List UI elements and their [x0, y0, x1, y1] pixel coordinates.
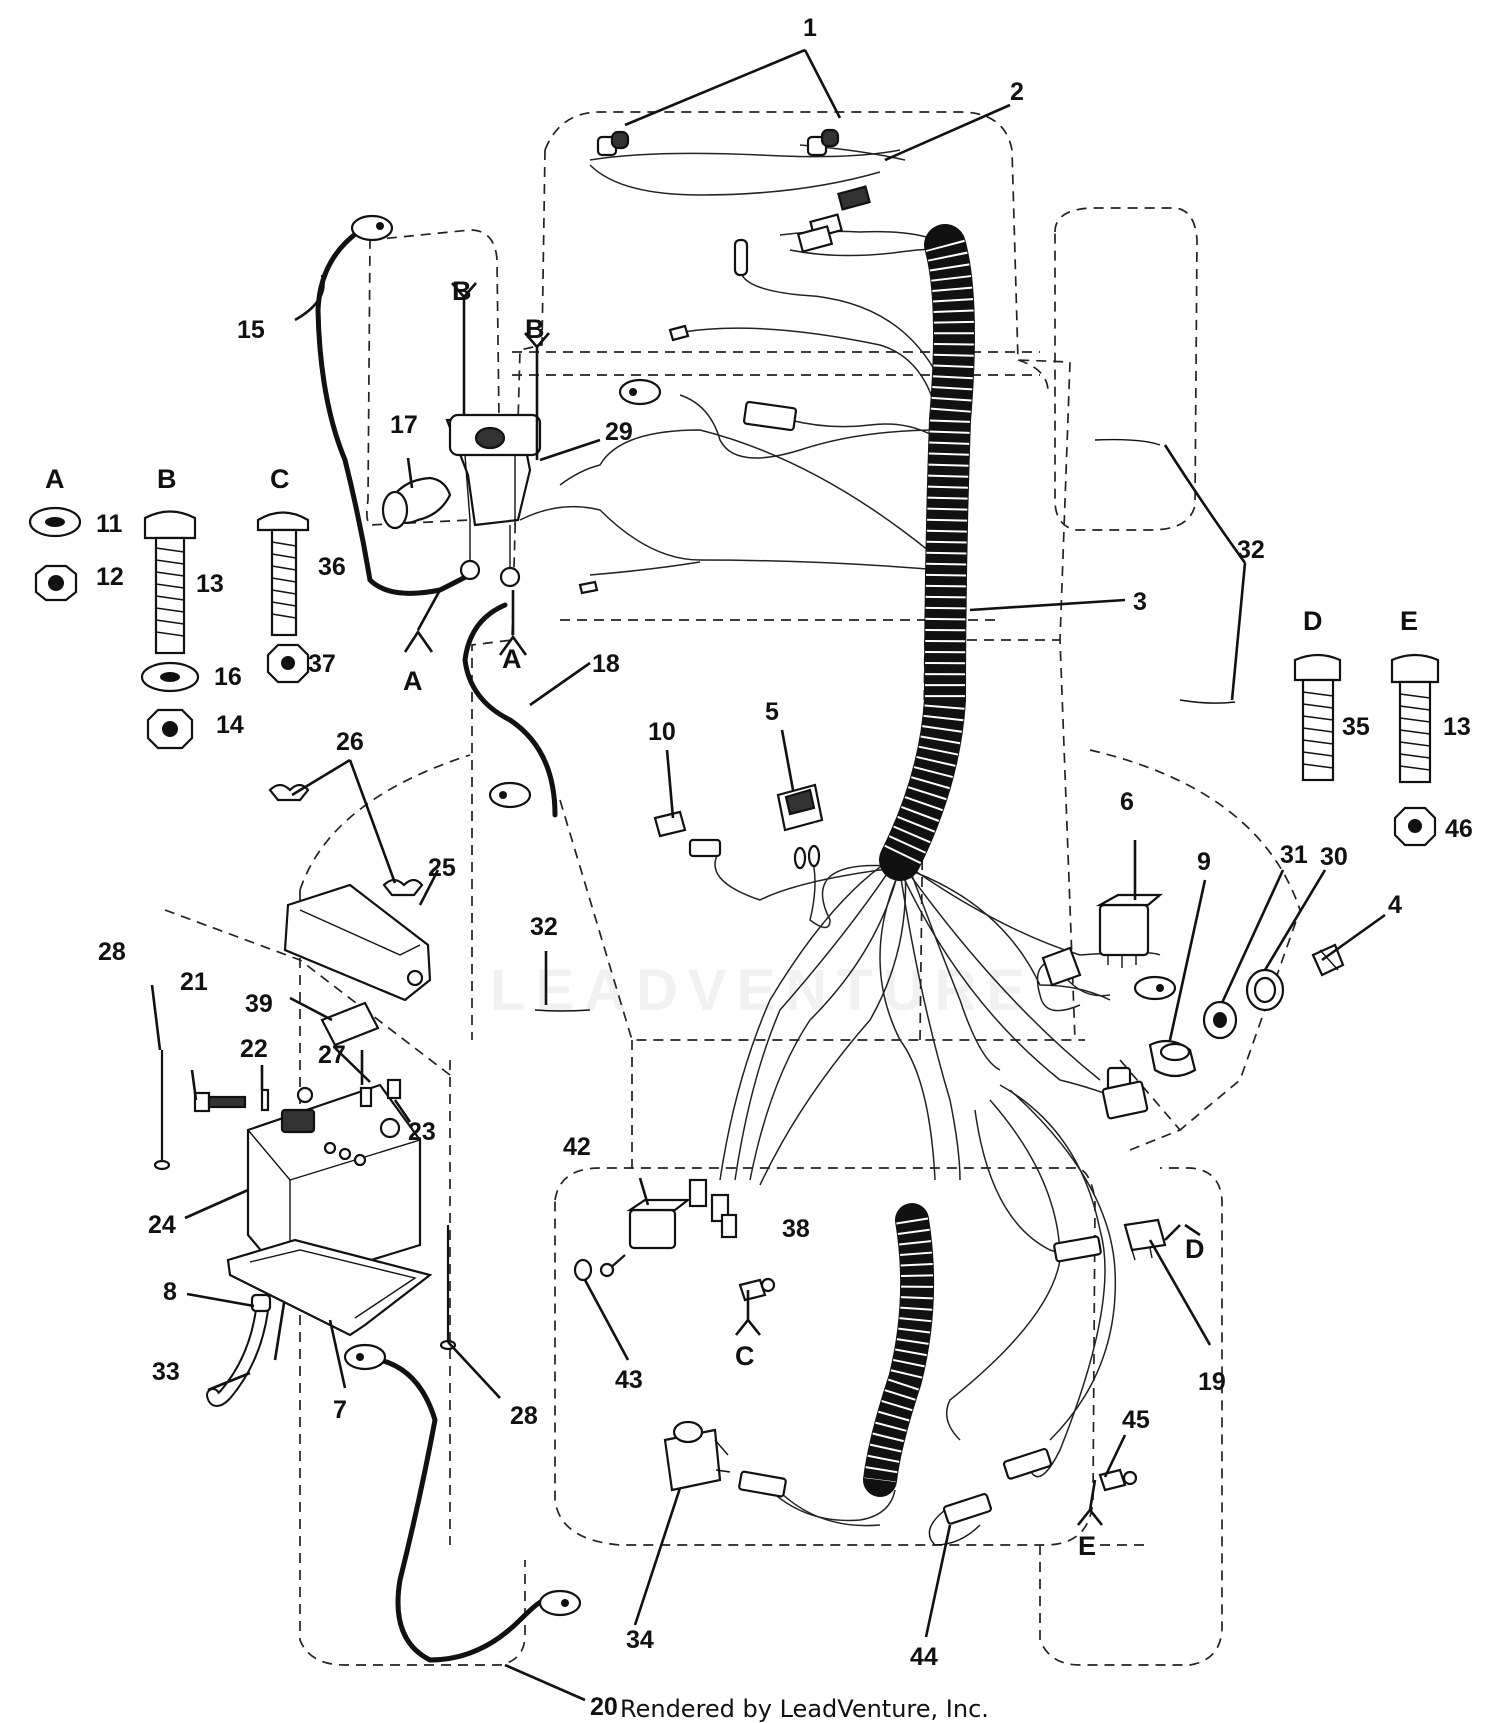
- callout-16: 16: [214, 663, 242, 691]
- callout-43: 43: [615, 1366, 643, 1394]
- wire-loom: [863, 224, 975, 1497]
- callout-13-e: 13: [1443, 713, 1471, 741]
- callout-31: 31: [1280, 841, 1308, 869]
- callout-3: 3: [1133, 588, 1147, 616]
- callout-28-right: 28: [510, 1402, 538, 1430]
- callout-37: 37: [308, 650, 336, 678]
- hardware-letter-a: A: [45, 464, 65, 494]
- letter-labels: A B C D E A A B B C D E: [45, 276, 1418, 1561]
- callout-27: 27: [318, 1041, 346, 1069]
- callout-19: 19: [1198, 1368, 1226, 1396]
- ground-letter-b-1: B: [452, 276, 472, 306]
- ground-letter-b-2: B: [525, 314, 545, 344]
- callout-5: 5: [765, 698, 779, 726]
- harness-wires: [519, 144, 1161, 1527]
- hardware-abc: [28, 506, 310, 750]
- callout-7: 7: [333, 1396, 347, 1424]
- callout-2: 2: [1010, 78, 1024, 106]
- toggle-switch: [599, 1198, 692, 1278]
- callout-11: 11: [96, 510, 123, 538]
- callout-38: 38: [782, 1215, 810, 1243]
- callout-8: 8: [163, 1278, 177, 1306]
- callout-32-right: 32: [1237, 536, 1265, 564]
- callout-28-left: 28: [98, 938, 126, 966]
- callout-12: 12: [96, 563, 124, 591]
- footer-credit: Rendered by LeadVenture, Inc.: [620, 1695, 989, 1723]
- hardware-letter-c: C: [270, 464, 290, 494]
- callout-46: 46: [1445, 815, 1473, 843]
- callout-24: 24: [148, 1211, 176, 1239]
- leader-lines: [150, 48, 1386, 1702]
- watermark: LEADVENTURE: [490, 958, 1035, 1023]
- callout-25: 25: [428, 854, 456, 882]
- callout-14: 14: [216, 711, 244, 739]
- headlight-bulbs: [596, 128, 840, 157]
- callout-34: 34: [626, 1626, 654, 1654]
- ground-symbols: [403, 282, 1201, 1526]
- callout-26: 26: [336, 728, 364, 756]
- hardware-letter-e: E: [1400, 606, 1418, 636]
- callout-numbers: 1 2 3 4 5 6 7 8 9 10 11 12 13 13 14 15 1…: [96, 14, 1473, 1721]
- ground-letter-a-1: A: [403, 666, 423, 696]
- callout-1: 1: [803, 14, 817, 42]
- callout-33: 33: [152, 1358, 180, 1386]
- ground-letter-a-2: A: [502, 644, 522, 674]
- callout-20: 20: [590, 1693, 618, 1721]
- callout-44: 44: [910, 1643, 938, 1671]
- callout-21: 21: [180, 968, 208, 996]
- callout-35: 35: [1342, 713, 1370, 741]
- ground-letter-e: E: [1078, 1531, 1096, 1561]
- callout-22: 22: [240, 1035, 268, 1063]
- hardware-letter-d: D: [1303, 606, 1323, 636]
- callout-45: 45: [1122, 1406, 1150, 1434]
- callout-42: 42: [563, 1133, 591, 1161]
- callout-4: 4: [1388, 891, 1402, 919]
- solenoid: [445, 413, 542, 588]
- callout-15: 15: [237, 316, 265, 344]
- ground-letter-d: D: [1185, 1234, 1205, 1264]
- hardware-de: [1293, 653, 1440, 847]
- callout-29: 29: [605, 418, 633, 446]
- callout-6: 6: [1120, 788, 1134, 816]
- callout-39: 39: [245, 990, 273, 1018]
- callout-10: 10: [648, 718, 676, 746]
- callout-18: 18: [592, 650, 620, 678]
- callout-17: 17: [390, 411, 418, 439]
- hardware-letter-b: B: [157, 464, 177, 494]
- callout-9: 9: [1197, 848, 1211, 876]
- callout-30: 30: [1320, 843, 1348, 871]
- callout-32-center: 32: [530, 913, 558, 941]
- ground-letter-c: C: [735, 1341, 755, 1371]
- callout-36: 36: [318, 553, 346, 581]
- callout-23: 23: [408, 1118, 436, 1146]
- components: [28, 128, 1440, 1546]
- callout-13-b: 13: [196, 570, 224, 598]
